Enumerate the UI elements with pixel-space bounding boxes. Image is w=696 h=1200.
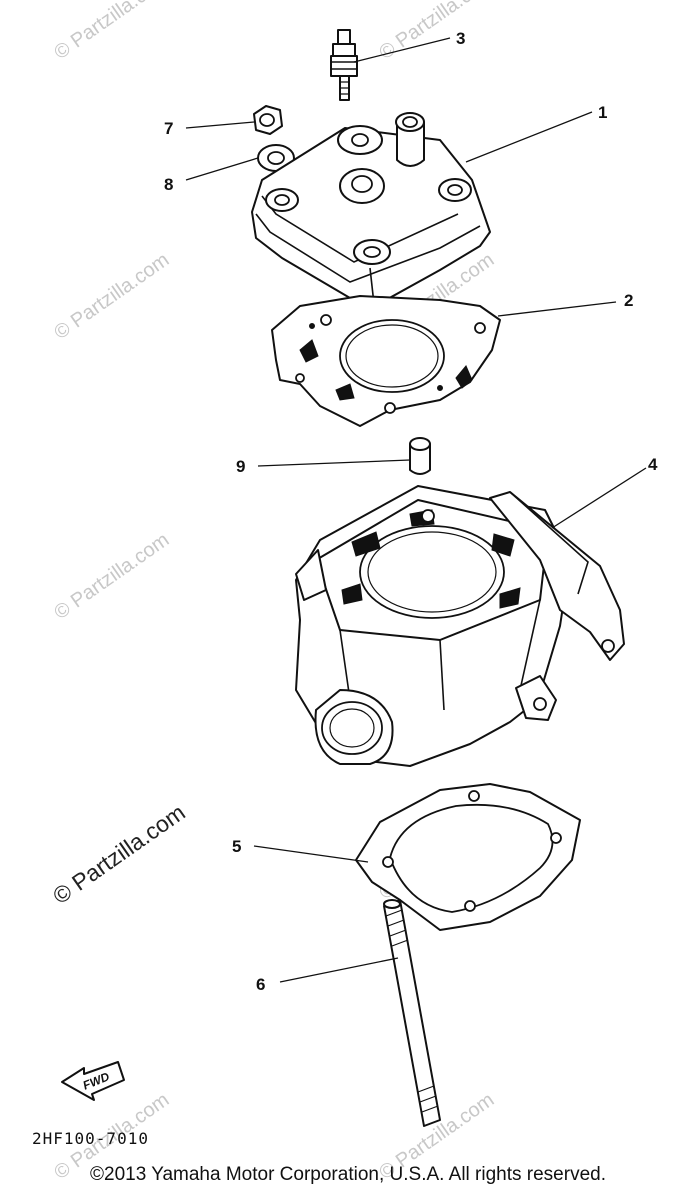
watermark: © Partzilla.com <box>50 529 173 624</box>
callout-9: 9 <box>236 457 245 476</box>
callout-7: 7 <box>164 119 173 138</box>
part-3-spark-plug <box>330 29 358 101</box>
drawing-code: 2HF100-7010 <box>32 1129 149 1148</box>
watermark-dark: © Partzilla.com <box>48 799 190 909</box>
callout-8: 8 <box>164 175 173 194</box>
part-4-cylinder <box>295 485 625 767</box>
part-7-nut <box>253 105 283 135</box>
watermark: © Partzilla.com <box>50 0 173 64</box>
watermark: © Partzilla.com <box>375 0 498 64</box>
fwd-arrow-icon: FWD <box>61 1061 125 1101</box>
callout-2: 2 <box>624 291 633 310</box>
callout-6: 6 <box>256 975 265 994</box>
callout-3: 3 <box>456 29 465 48</box>
part-1-cylinder-head <box>251 112 491 307</box>
callouts: 3 1 7 8 2 9 4 5 6 <box>164 29 658 994</box>
watermark: © Partzilla.com <box>50 249 173 344</box>
part-5-base-gasket <box>355 783 581 931</box>
callout-4: 4 <box>648 455 658 474</box>
part-2-head-gasket <box>271 295 501 427</box>
callout-1: 1 <box>598 103 607 122</box>
copyright-notice: ©2013 Yamaha Motor Corporation, U.S.A. A… <box>90 1164 606 1185</box>
callout-5: 5 <box>232 837 241 856</box>
leader-lines <box>185 37 647 983</box>
part-6-stud-bolt <box>383 899 441 1127</box>
part-9-dowel-pin <box>409 437 431 475</box>
